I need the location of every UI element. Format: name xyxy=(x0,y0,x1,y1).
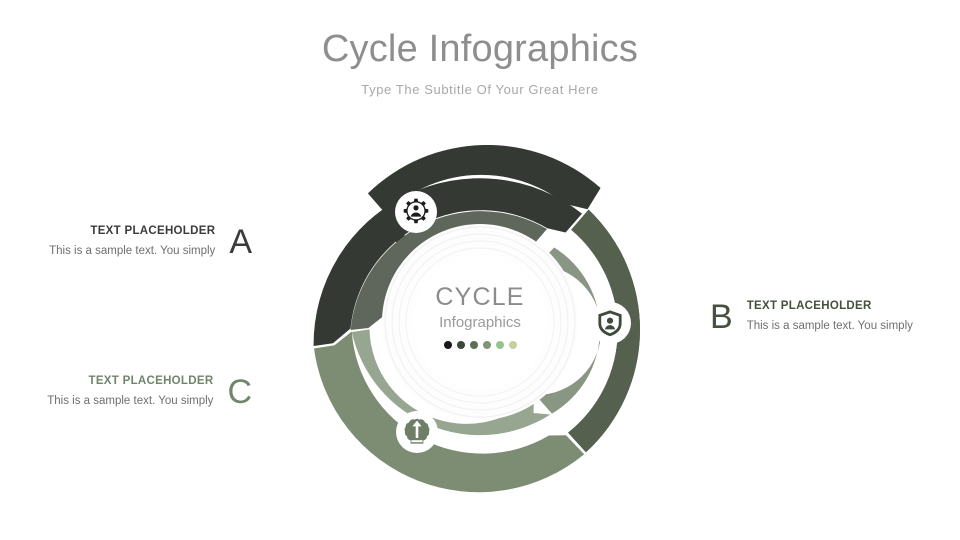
callout-a-letter: A xyxy=(229,222,252,261)
icon-badge-b[interactable] xyxy=(589,302,631,344)
callout-b-body: TEXT PLACEHOLDER This is a sample text. … xyxy=(747,299,913,334)
segment-c-inner-arc xyxy=(351,329,551,436)
callout-c-heading: TEXT PLACEHOLDER xyxy=(88,375,214,387)
segment-a-outer-shape xyxy=(313,178,582,346)
callout-a[interactable]: TEXT PLACEHOLDER This is a sample text. … xyxy=(40,224,252,259)
callout-b-letter: B xyxy=(710,297,733,336)
callout-a-body: TEXT PLACEHOLDER This is a sample text. … xyxy=(49,224,215,259)
segment-c-outer-shape xyxy=(314,331,585,493)
segment-a-inner-arc xyxy=(350,211,547,330)
icon-badge-c[interactable] xyxy=(396,411,438,453)
callout-b[interactable]: B TEXT PLACEHOLDER This is a sample text… xyxy=(710,299,922,334)
callout-a-heading: TEXT PLACEHOLDER xyxy=(90,225,216,237)
callout-b-description: This is a sample text. You simply xyxy=(746,320,913,332)
callout-c-description: This is a sample text. You simply xyxy=(47,395,214,407)
callout-c[interactable]: TEXT PLACEHOLDER This is a sample text. … xyxy=(40,374,252,409)
gear-user-icon xyxy=(403,198,429,224)
segment-a-outer-arc xyxy=(367,145,601,322)
callout-c-letter: C xyxy=(227,372,252,411)
callout-a-description: This is a sample text. You simply xyxy=(49,245,216,257)
page-subtitle: Type The Subtitle Of Your Great Here xyxy=(361,82,599,97)
cycle-diagram xyxy=(292,145,668,501)
segment-c[interactable] xyxy=(314,329,585,493)
page-title: Cycle Infographics xyxy=(321,28,639,70)
center-hub xyxy=(382,224,578,420)
brain-growth-icon xyxy=(404,418,430,444)
segment-b-outer-wedge xyxy=(568,209,640,453)
header: Cycle Infographics Type The Subtitle Of … xyxy=(0,26,960,97)
callout-c-body: TEXT PLACEHOLDER This is a sample text. … xyxy=(47,374,213,409)
shield-user-icon xyxy=(598,310,622,337)
callout-b-heading: TEXT PLACEHOLDER xyxy=(746,300,872,312)
segment-a[interactable] xyxy=(313,145,601,346)
icon-badge-a[interactable] xyxy=(395,191,437,233)
